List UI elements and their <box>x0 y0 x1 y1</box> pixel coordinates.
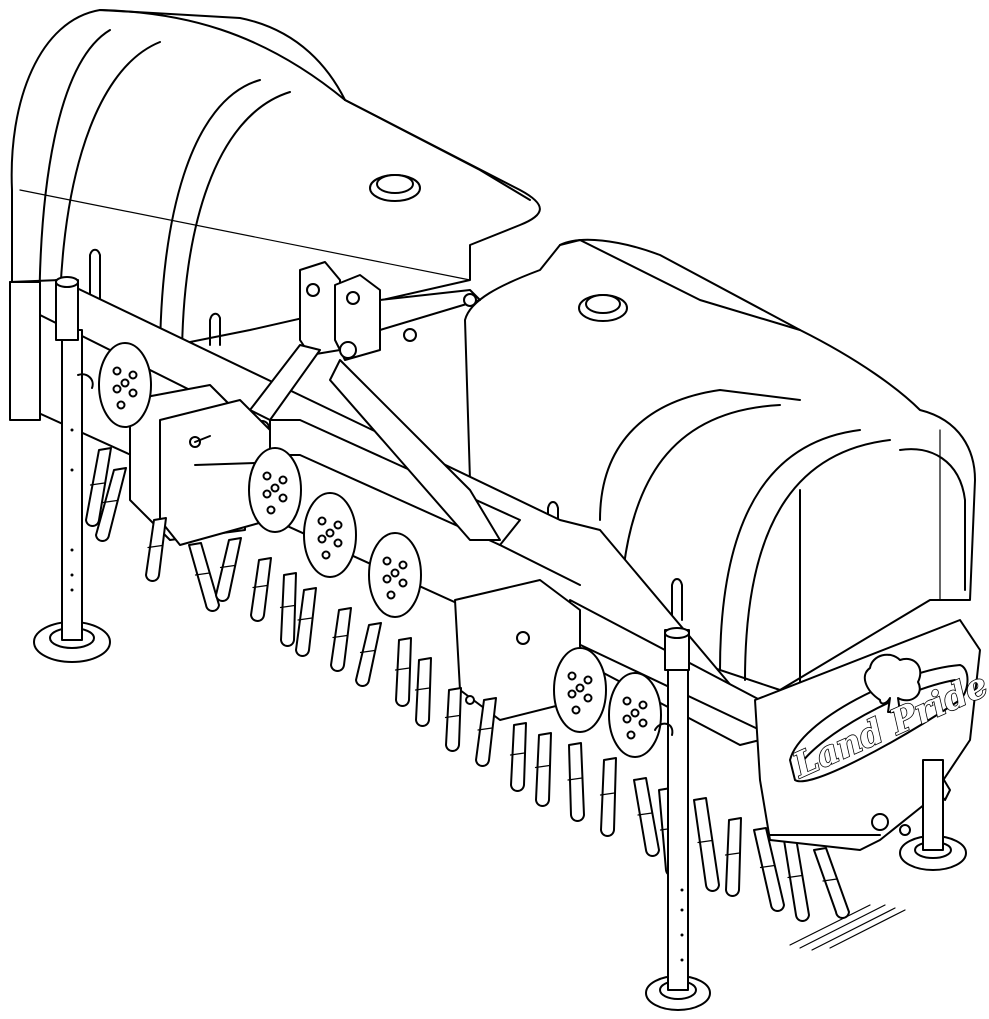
tine-ring <box>822 878 838 882</box>
tine-ring <box>509 752 526 756</box>
tine-ring <box>89 482 106 486</box>
hub-bolt <box>112 384 122 394</box>
tine-ring <box>759 864 776 869</box>
hub-bolt <box>630 708 640 718</box>
tine-ring <box>697 839 713 844</box>
hub-bolt <box>128 388 138 398</box>
stand-left <box>33 276 111 663</box>
tine <box>600 757 617 837</box>
hub-bolt <box>398 578 408 588</box>
hub-bolt <box>278 493 288 503</box>
three-point-hitch <box>249 261 501 541</box>
hub-bolt <box>382 556 392 566</box>
hub-bolt <box>317 516 327 526</box>
hub-bolt <box>386 590 396 600</box>
hub-bolt <box>638 718 648 728</box>
tine <box>188 542 220 612</box>
tree-icon <box>863 653 922 713</box>
hub-bolt <box>116 400 126 410</box>
hub-bolt <box>270 483 280 493</box>
tine-ring <box>252 584 268 589</box>
tine <box>415 657 432 727</box>
right-weight-tank <box>464 238 976 691</box>
tine <box>475 697 497 767</box>
hub-bolt <box>575 683 585 693</box>
hub-bolt <box>567 689 577 699</box>
tine-ring <box>477 727 493 731</box>
tine <box>250 557 272 622</box>
tine-ring <box>787 874 803 879</box>
tine <box>280 572 297 647</box>
hub-bolt <box>390 568 400 578</box>
hub-bolt <box>398 560 408 570</box>
tine-ring <box>394 667 411 671</box>
tine-ring <box>147 544 163 549</box>
tine <box>95 467 127 542</box>
tine <box>568 742 585 822</box>
tine-assembly <box>85 342 850 922</box>
tine-ring <box>637 812 653 816</box>
hub-bolt <box>321 550 331 560</box>
tine-ring <box>219 564 236 569</box>
hub-bolt <box>567 671 577 681</box>
hub-bolt <box>333 538 343 548</box>
tine <box>633 777 660 857</box>
tine <box>813 847 850 919</box>
hub-bolt <box>128 370 138 380</box>
hub-bolt <box>317 534 327 544</box>
hub-bolt <box>112 366 122 376</box>
tine-ring <box>567 777 583 781</box>
hub-bolt <box>262 471 272 481</box>
tine <box>85 447 112 527</box>
hub-bolt <box>583 675 593 685</box>
hub-bolt <box>622 696 632 706</box>
tine <box>145 517 167 582</box>
stand-rear <box>899 759 967 871</box>
ground-shadow <box>789 904 906 951</box>
side-plates <box>129 384 581 721</box>
hub-bolt <box>120 378 130 388</box>
tine <box>355 622 382 687</box>
tine <box>295 587 317 657</box>
hub-bolt <box>571 705 581 715</box>
tine <box>215 537 242 602</box>
tine <box>725 817 742 897</box>
tine <box>783 837 810 922</box>
hub-bolt <box>622 714 632 724</box>
tine-ring <box>444 714 461 719</box>
tine-ring <box>534 764 551 769</box>
tine-ring <box>279 604 296 609</box>
tine <box>395 637 412 707</box>
tine <box>693 797 720 892</box>
left-weight-tank <box>10 9 541 371</box>
hub-bolt <box>333 520 343 530</box>
tine-ring <box>414 687 431 691</box>
tine-ring <box>359 649 376 654</box>
tine-ring <box>297 617 313 621</box>
hub-bolt <box>262 489 272 499</box>
tine-ring <box>599 792 616 796</box>
hub-bolt <box>266 505 276 515</box>
hub-bolt <box>626 730 636 740</box>
hub-bolt <box>382 574 392 584</box>
tine <box>535 732 552 807</box>
tine <box>445 687 462 752</box>
tine-ring <box>724 852 741 856</box>
stand-right <box>645 627 711 1011</box>
tine <box>753 827 785 912</box>
tine <box>330 607 352 672</box>
tine-ring <box>194 572 211 576</box>
tine <box>510 722 527 792</box>
hub-bolt <box>325 528 335 538</box>
tine-ring <box>102 499 118 504</box>
tine-ring <box>332 634 348 639</box>
hub-bolt <box>638 700 648 710</box>
hub-bolt <box>278 475 288 485</box>
hub-bolt <box>583 693 593 703</box>
